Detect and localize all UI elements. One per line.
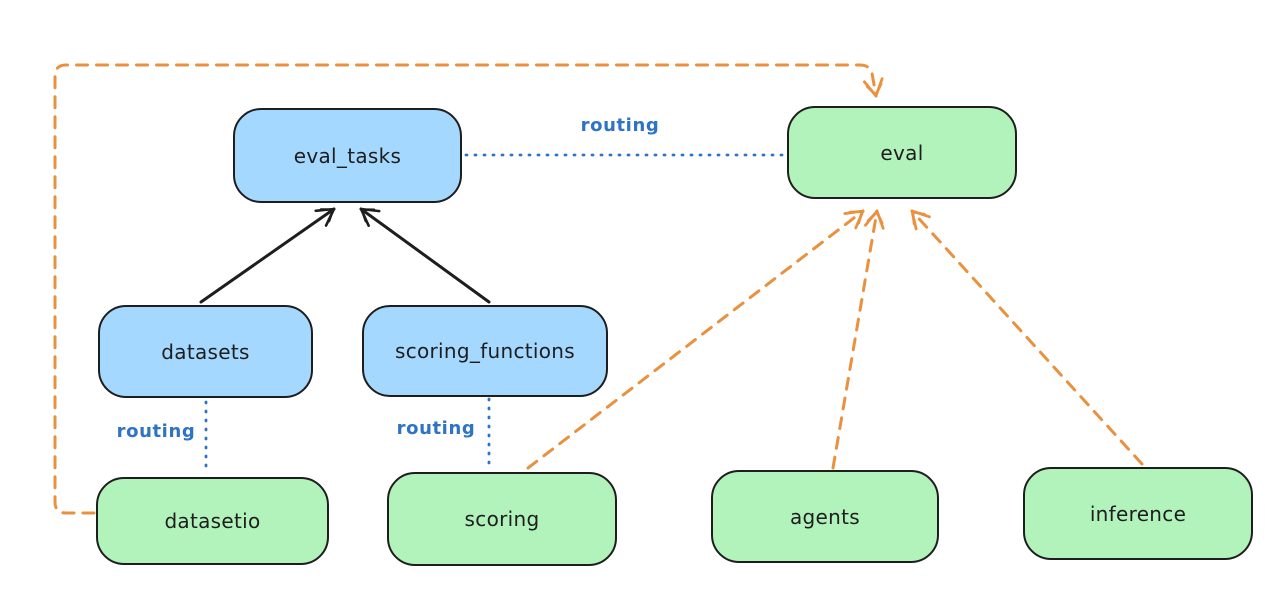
edge-label-routing-scoring: routing	[396, 418, 476, 439]
edge-label-routing-main: routing	[580, 115, 660, 136]
node-scoring-label: scoring	[464, 507, 540, 531]
node-eval-tasks: eval_tasks	[233, 108, 462, 203]
node-inference-label: inference	[1089, 501, 1187, 526]
node-inference: inference	[1023, 467, 1253, 560]
edge-agents-to-eval	[831, 209, 885, 470]
node-datasets-label: datasets	[161, 339, 250, 364]
edge-scoring-to-eval	[526, 209, 865, 470]
node-eval-label: eval	[880, 140, 924, 165]
edge-datasetio-to-eval-loop	[53, 63, 884, 515]
node-datasets: datasets	[98, 305, 313, 398]
edge-datasets-to-eval-tasks	[199, 207, 336, 304]
node-agents-label: agents	[790, 504, 860, 529]
node-eval: eval	[787, 106, 1017, 199]
edge-scoring-functions-to-eval-tasks	[359, 207, 491, 304]
node-datasetio: datasetio	[96, 477, 329, 565]
node-scoring: scoring	[387, 472, 617, 566]
node-eval-tasks-label: eval_tasks	[293, 143, 402, 168]
edge-label-routing-datasets: routing	[116, 421, 196, 442]
edge-inference-to-eval	[910, 209, 1144, 466]
node-agents: agents	[711, 470, 939, 563]
node-datasetio-label: datasetio	[164, 509, 261, 533]
node-scoring-functions-label: scoring_functions	[394, 339, 576, 363]
node-scoring-functions: scoring_functions	[362, 305, 608, 397]
